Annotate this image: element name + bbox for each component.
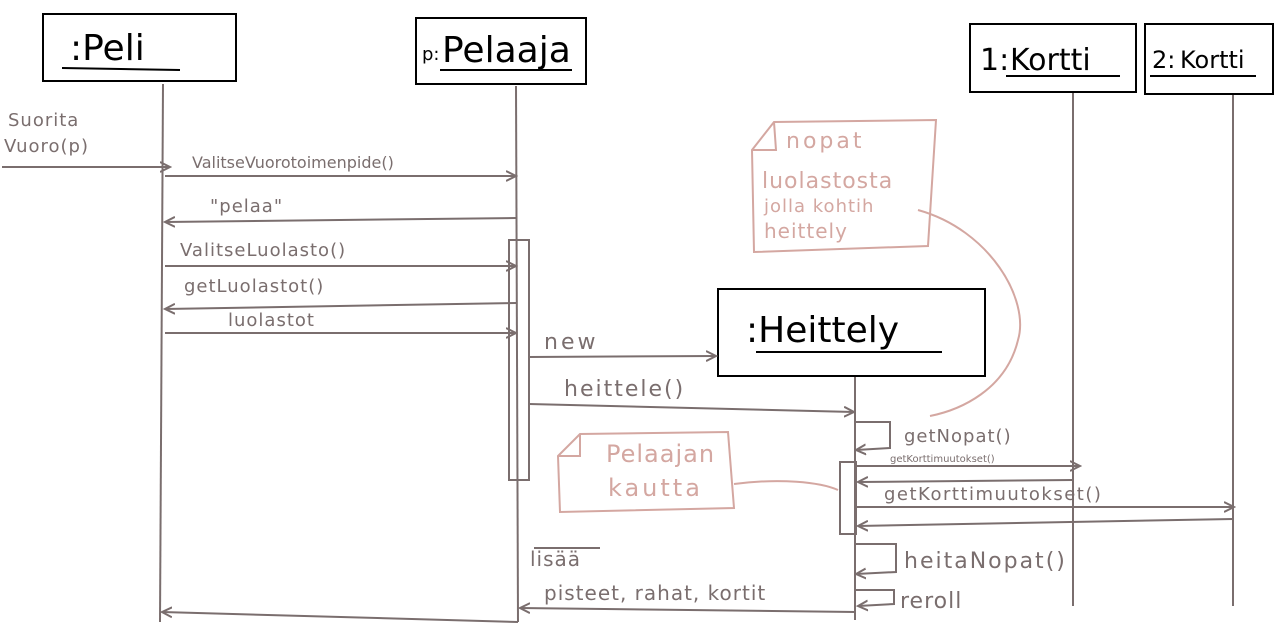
arrow-get-nopat	[856, 421, 891, 450]
msg-heittele: heittele()	[564, 377, 685, 402]
activation-pelaaja	[508, 239, 530, 481]
msg-pelaa: "pelaa"	[210, 196, 283, 217]
object-pelaaja: p: Pelaaja	[415, 17, 587, 85]
msg-get-korttimuutokset: getKorttimuutokset()	[884, 484, 1102, 505]
arrow-heittele	[528, 403, 854, 412]
msg-get-korttimuutokset-small: getKorttimuutokset()	[890, 454, 995, 465]
arrow-reroll	[856, 589, 895, 606]
object-kortti2-label: Kortti	[1180, 46, 1245, 74]
arrow-pisteet	[520, 608, 857, 612]
msg-suorita-line2: Vuoro(p)	[4, 136, 89, 157]
note-pelaajan-line1: Pelaajan	[606, 440, 715, 468]
object-peli: :Peli	[42, 13, 237, 82]
arrow-return-kortti1	[858, 480, 1074, 482]
lifeline-pelaaja	[515, 85, 519, 623]
object-pelaaja-label: Pelaaja	[442, 30, 571, 71]
object-peli-label: :Peli	[70, 28, 145, 69]
note-nopat-line2: luolastosta	[762, 169, 893, 194]
object-kortti1-label: Kortti	[1010, 43, 1091, 78]
msg-heita-nopat: heitaNopat()	[904, 549, 1067, 574]
arrow-return-peli	[162, 612, 519, 623]
arrow-get-luolastot	[165, 302, 517, 309]
msg-lisaa: lisää	[530, 547, 581, 571]
msg-luolastot: luolastot	[228, 310, 315, 331]
arrow-pelaa	[165, 218, 517, 222]
msg-new: new	[544, 330, 598, 355]
note-nopat-line4: heittely	[764, 219, 848, 243]
object-kortti1-prefix: 1:	[980, 43, 1009, 78]
note-nopat: nopat luolastosta jolla kohtih heittely	[750, 118, 1022, 417]
note-pelaajan: Pelaajan kautta	[556, 430, 839, 514]
lifeline-peli	[159, 83, 164, 623]
arrow-heita-nopat	[856, 543, 897, 574]
object-kortti2-prefix: 2:	[1152, 46, 1175, 74]
note-nopat-line1: nopat	[786, 129, 864, 154]
msg-get-luolastot: getLuolastot()	[184, 276, 324, 297]
msg-valitse-luolasto: ValitseLuolasto()	[180, 240, 346, 261]
msg-valitse-vuoro: ValitseVuorotoimenpide()	[192, 153, 394, 172]
object-kortti1: 1: Kortti	[969, 23, 1137, 93]
object-heittely-label: :Heittely	[746, 310, 899, 351]
msg-reroll: reroll	[900, 589, 962, 614]
arrow-new	[528, 356, 716, 357]
note-nopat-line3: jolla kohtih	[763, 196, 874, 217]
object-heittely: :Heittely	[717, 288, 986, 377]
msg-pisteet: pisteet, rahat, kortit	[544, 581, 766, 605]
activation-heittely	[839, 461, 857, 535]
object-pelaaja-prefix: p:	[422, 44, 440, 65]
msg-suorita-line1: Suorita	[8, 110, 79, 131]
note-pelaajan-line2: kautta	[608, 474, 703, 502]
arrow-return-kortti2	[858, 518, 1234, 526]
msg-get-nopat: getNopat()	[904, 426, 1012, 447]
object-kortti2: 2: Kortti	[1144, 23, 1274, 95]
